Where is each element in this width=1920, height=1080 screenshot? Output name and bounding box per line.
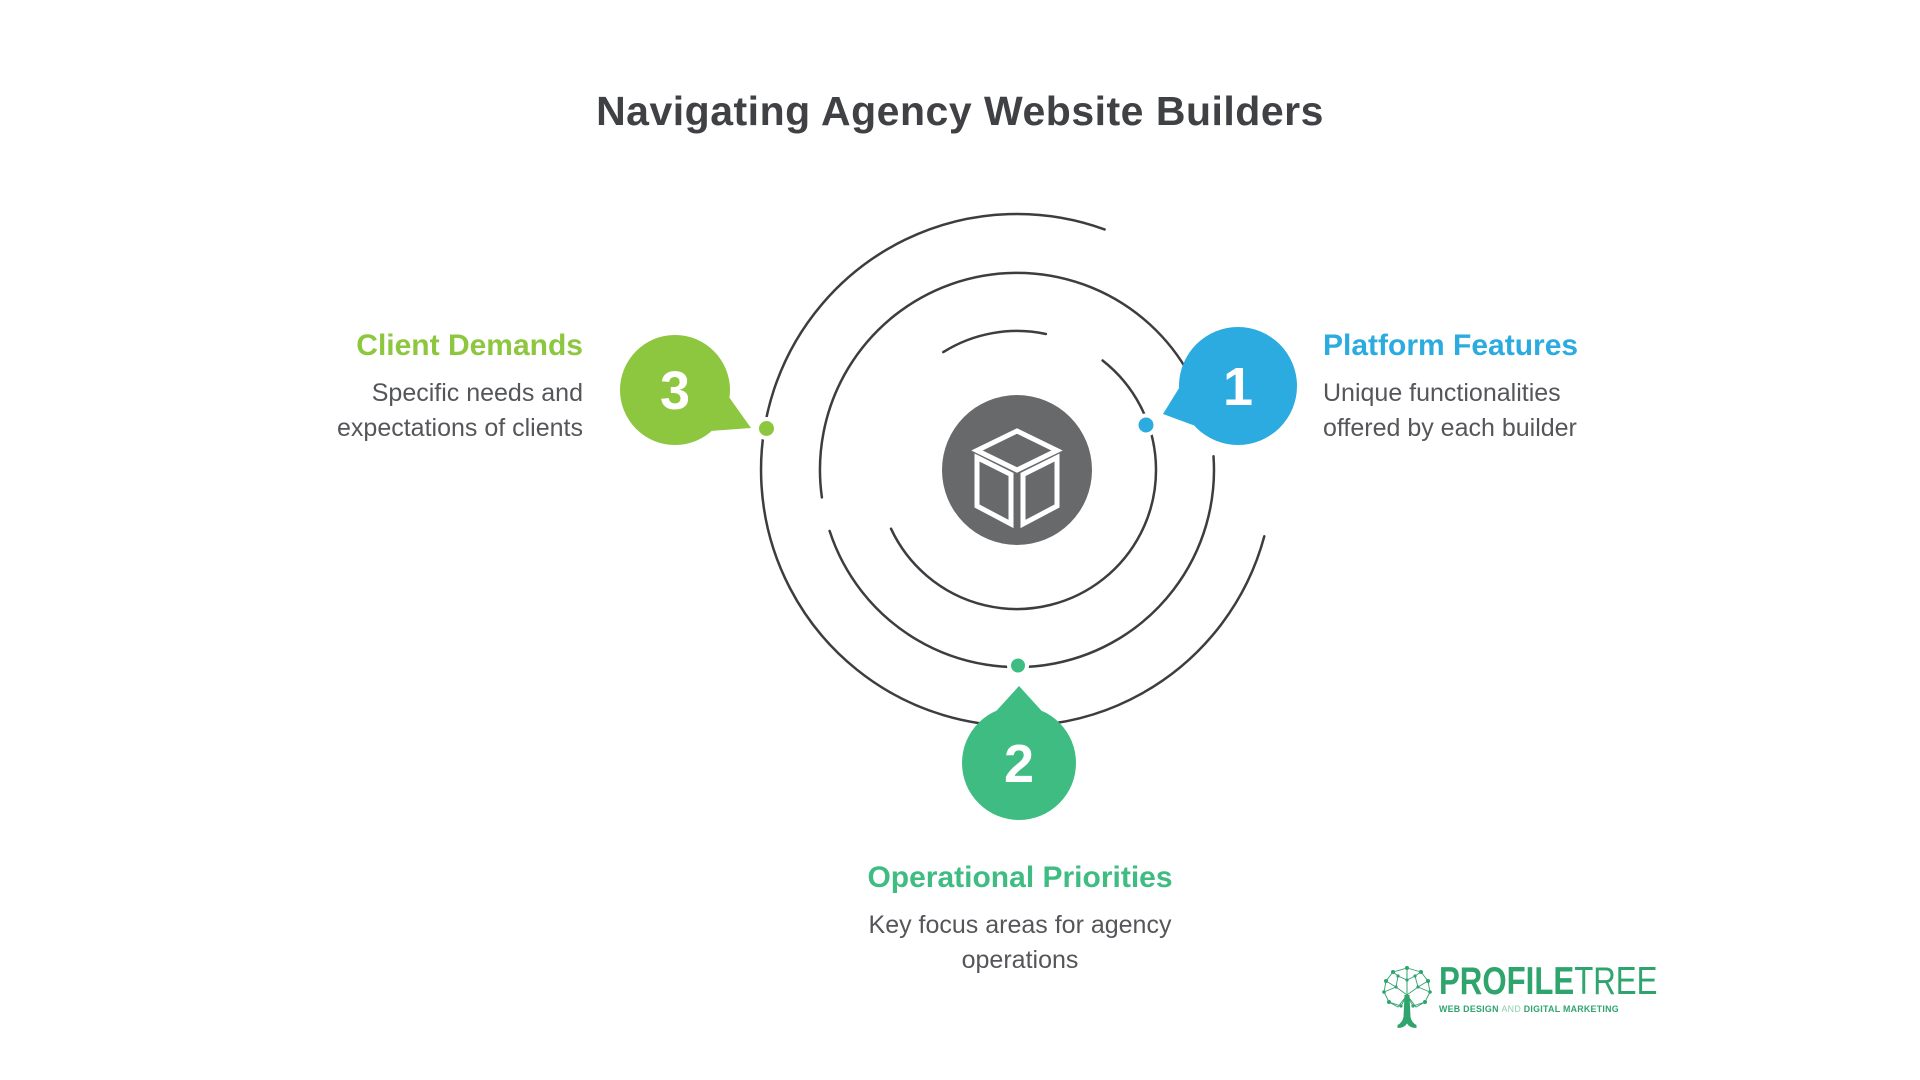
profiletree-wordmark: PROFILETREE xyxy=(1439,962,1657,1002)
bubble-2-tail xyxy=(996,686,1042,711)
page-title: Navigating Agency Website Builders xyxy=(596,88,1324,134)
outer-arc xyxy=(759,212,1266,728)
bubble-3-tail xyxy=(711,397,751,431)
item-2-description: Key focus areas for agency operations xyxy=(767,908,1273,978)
middle-arc-bottom xyxy=(828,455,1216,669)
item-1-description: Unique functionalities offered by each b… xyxy=(1323,376,1683,446)
profiletree-logo-text: PROFILETREE WEB DESIGN AND DIGITAL MARKE… xyxy=(1439,962,1712,1016)
item-3-heading: Client Demands xyxy=(356,329,583,362)
cube-icon xyxy=(971,428,1063,529)
bubble-2-circle xyxy=(962,706,1076,820)
middle-arc-top xyxy=(818,271,1188,499)
marker-dot-3 xyxy=(755,417,778,440)
item-2-label: Operational Priorities Key focus areas f… xyxy=(767,860,1273,978)
item-1-description-line-1: Unique functionalities xyxy=(1323,379,1561,407)
bubble-3-number: 3 xyxy=(660,361,690,421)
bubble-1-tail xyxy=(1163,388,1195,426)
item-3-description-line-1: Specific needs and xyxy=(371,379,583,407)
profiletree-tagline: WEB DESIGN AND DIGITAL MARKETING xyxy=(1439,1004,1693,1015)
profiletree-tagline-webdesign: WEB DESIGN xyxy=(1439,1004,1499,1015)
item-3-description: Specific needs and expectations of clien… xyxy=(243,376,583,446)
profiletree-wordmark-tree: TREE xyxy=(1574,960,1658,1003)
bubble-2: 2 xyxy=(962,686,1076,820)
profiletree-logo-tree-icon xyxy=(1382,966,1432,1028)
item-1-heading: Platform Features xyxy=(1323,329,1579,362)
item-2-heading: Operational Priorities xyxy=(867,861,1173,894)
profiletree-wordmark-profile: PROFILE xyxy=(1439,960,1575,1003)
bubble-2-number: 2 xyxy=(1004,734,1034,794)
bubble-1-circle xyxy=(1179,327,1297,445)
bubble-3: 3 xyxy=(620,335,751,445)
item-3-label: Client Demands Specific needs and expect… xyxy=(243,328,583,446)
item-2-description-line-1: Key focus areas for agency xyxy=(868,911,1172,939)
profiletree-tagline-marketing: DIGITAL MARKETING xyxy=(1523,1004,1619,1015)
bubble-3-circle xyxy=(620,335,730,445)
profiletree-tagline-and: AND xyxy=(1501,1004,1521,1015)
item-1-description-line-2: offered by each builder xyxy=(1323,414,1577,442)
bubble-1: 1 xyxy=(1163,327,1297,445)
marker-dot-1 xyxy=(1134,413,1158,437)
item-3-description-line-2: expectations of clients xyxy=(337,414,583,442)
item-1-label: Platform Features Unique functionalities… xyxy=(1323,328,1683,446)
profiletree-logo: PROFILETREE WEB DESIGN AND DIGITAL MARKE… xyxy=(1381,962,1712,1032)
marker-dot-2 xyxy=(1007,654,1029,677)
item-2-description-line-2: operations xyxy=(961,946,1079,974)
inner-arc-top xyxy=(942,329,1048,354)
bubble-1-number: 1 xyxy=(1223,357,1253,417)
